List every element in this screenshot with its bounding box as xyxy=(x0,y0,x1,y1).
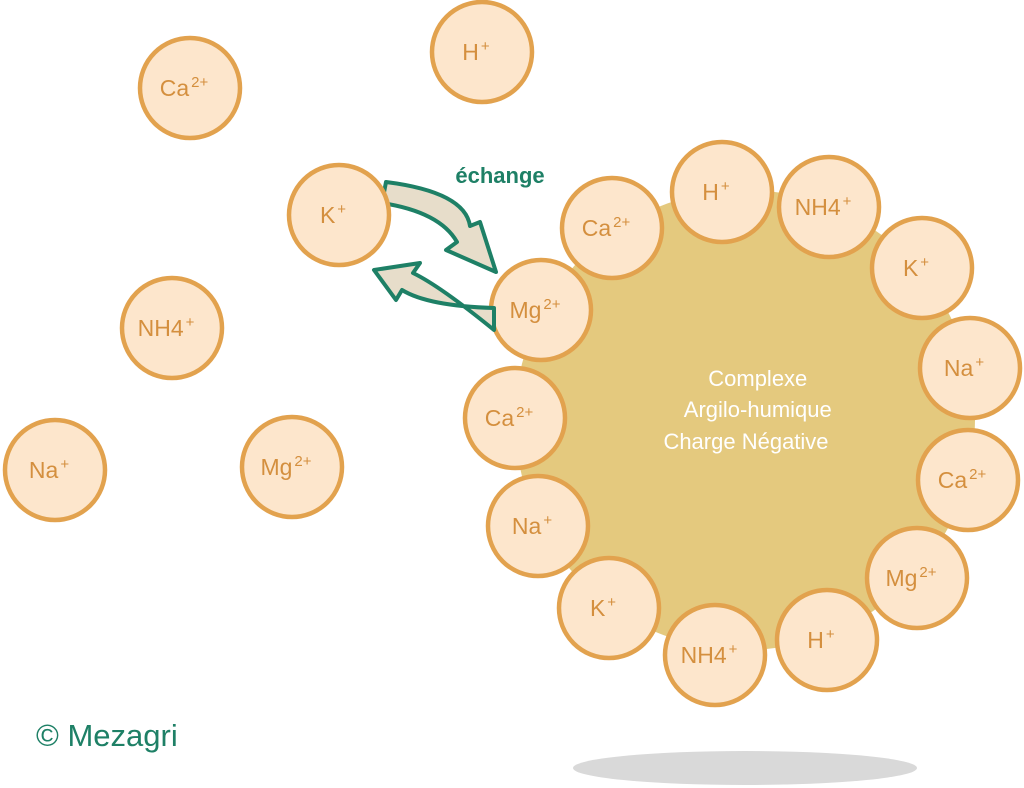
k-ion-circle xyxy=(869,215,975,321)
nh4-ion: NH4+ xyxy=(119,275,225,381)
ca-ion-circle xyxy=(915,427,1021,533)
na-ion: Na+ xyxy=(917,315,1023,421)
nh4-ion: NH4+ xyxy=(776,154,882,260)
h-ion-circle xyxy=(774,587,880,693)
na-ion-label: Na+ xyxy=(944,354,984,381)
k-ion: K+ xyxy=(556,555,662,661)
k-ion: K+ xyxy=(286,162,392,268)
ca-ion-circle xyxy=(137,35,243,141)
nh4-ion-label: NH4+ xyxy=(138,314,195,341)
h-ion-circle xyxy=(669,139,775,245)
k-ion-label: K+ xyxy=(590,594,616,621)
nh4-ion-label: NH4+ xyxy=(795,193,852,220)
nh4-ion: NH4+ xyxy=(662,602,768,708)
copyright-notice: © Mezagri xyxy=(36,718,178,753)
h-ion-circle xyxy=(429,0,535,105)
h-ion-label: H+ xyxy=(807,626,835,653)
na-ion-circle xyxy=(2,417,108,523)
h-ion-label: H+ xyxy=(702,178,730,205)
k-ion-circle xyxy=(556,555,662,661)
na-ion-label: Na+ xyxy=(512,512,552,539)
exchange-label: échange xyxy=(455,163,544,188)
nh4-ion-circle xyxy=(662,602,768,708)
ca-ion-circle xyxy=(462,365,568,471)
nh4-ion-circle xyxy=(776,154,882,260)
argilo-humic-complex xyxy=(515,190,975,650)
complex-label-line-2: Argilo-humique xyxy=(684,397,832,422)
nh4-ion-label: NH4+ xyxy=(681,641,738,668)
na-ion-label: Na+ xyxy=(29,456,69,483)
ground-shadow xyxy=(573,751,917,785)
k-ion-label: K+ xyxy=(903,254,929,281)
h-ion: H+ xyxy=(669,139,775,245)
complex-label: Complexe Argilo-humique Charge Négative xyxy=(663,366,836,454)
na-ion: Na+ xyxy=(485,473,591,579)
nh4-ion-circle xyxy=(119,275,225,381)
h-ion-label: H+ xyxy=(462,38,490,65)
complex-label-line-3: Charge Négative xyxy=(663,429,828,454)
na-ion-circle xyxy=(485,473,591,579)
k-ion-circle xyxy=(286,162,392,268)
na-ion-circle xyxy=(917,315,1023,421)
complex-label-line-1: Complexe xyxy=(708,366,807,391)
exchange-arrow-out xyxy=(372,261,496,332)
k-ion: K+ xyxy=(869,215,975,321)
na-ion: Na+ xyxy=(2,417,108,523)
ca-ion-circle xyxy=(559,175,665,281)
h-ion: H+ xyxy=(774,587,880,693)
h-ion: H+ xyxy=(429,0,535,105)
exchange-arrow-in xyxy=(380,180,498,274)
k-ion-label: K+ xyxy=(320,201,346,228)
mg-ion-circle xyxy=(864,525,970,631)
mg-ion-circle xyxy=(239,414,345,520)
